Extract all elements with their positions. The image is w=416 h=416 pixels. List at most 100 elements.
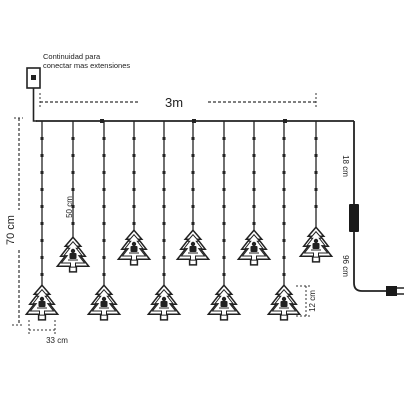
ornament-strand — [236, 121, 272, 266]
tree-ornament-inner — [29, 288, 55, 316]
ornament-strand — [206, 121, 242, 321]
led-bulb — [40, 222, 44, 225]
led-bulb — [40, 154, 44, 157]
controller-box — [349, 204, 359, 232]
led-bulb — [40, 205, 44, 208]
led-bulb — [191, 154, 195, 157]
led-bulb — [282, 137, 286, 140]
led-bulb — [132, 205, 136, 208]
ornament-strand — [86, 121, 122, 321]
led-bulb — [282, 154, 286, 157]
cable-clip-2 — [192, 119, 196, 123]
led-bulb — [102, 239, 106, 242]
tree-ornament-inner — [121, 233, 147, 261]
led-bulb — [314, 154, 318, 157]
led-bulb — [222, 188, 226, 191]
led-bulb — [162, 137, 166, 140]
tree-ornament-inner — [151, 288, 177, 316]
led-bulb — [102, 137, 106, 140]
reindeer-icon — [219, 296, 229, 309]
led-bulb — [191, 205, 195, 208]
led-bulb — [132, 188, 136, 191]
led-bulb — [252, 222, 256, 225]
led-bulb — [222, 256, 226, 259]
led-bulb — [191, 188, 195, 191]
connector-note-line1: Continuidad para — [43, 52, 101, 61]
led-bulb — [102, 154, 106, 157]
led-bulb — [71, 154, 75, 157]
cable-clip-3 — [283, 119, 287, 123]
bell-icon — [159, 296, 169, 309]
boot-icon — [311, 238, 321, 251]
led-bulb — [222, 154, 226, 157]
tree-ornament-inner — [241, 233, 267, 261]
plug-body — [386, 286, 397, 296]
led-bulb — [40, 256, 44, 259]
width-label: 3m — [165, 95, 183, 110]
led-bulb — [102, 273, 106, 276]
led-bulb — [282, 171, 286, 174]
tree-ornament-inner — [180, 233, 206, 261]
ornament-height-label: 12 cm — [308, 290, 317, 312]
led-bulb — [40, 171, 44, 174]
led-bulb — [252, 188, 256, 191]
led-bulb — [282, 256, 286, 259]
led-bulb — [314, 137, 318, 140]
cable-length-18cm: 18 cm — [341, 155, 350, 177]
led-bulb — [102, 171, 106, 174]
led-bulb — [162, 205, 166, 208]
ornament-dimension: 12 cm — [296, 285, 317, 317]
led-bulb — [162, 273, 166, 276]
led-bulb — [102, 256, 106, 259]
height-total-label: 70 cm — [5, 215, 17, 245]
led-bulb — [71, 222, 75, 225]
led-bulb — [222, 137, 226, 140]
led-bulb — [162, 188, 166, 191]
led-bulb — [132, 222, 136, 225]
ornament-strand — [24, 121, 60, 321]
bell-icon — [99, 296, 109, 309]
tree-ornament-inner — [91, 288, 117, 316]
led-bulb — [282, 205, 286, 208]
led-bulb — [162, 154, 166, 157]
led-bulb — [40, 137, 44, 140]
led-bulb — [222, 205, 226, 208]
led-bulb — [132, 171, 136, 174]
led-bulb — [314, 188, 318, 191]
spread-label: 33 cm — [46, 336, 68, 345]
led-bulb — [162, 171, 166, 174]
tree-ornament-inner — [60, 240, 86, 268]
snowman-icon — [188, 241, 198, 254]
led-bulb — [71, 171, 75, 174]
led-bulb — [191, 137, 195, 140]
tree-ornament-inner — [271, 288, 297, 316]
ornament-strand — [175, 121, 211, 266]
led-bulb — [282, 188, 286, 191]
height-dimension: 70 cm — [5, 117, 24, 326]
reindeer-icon — [68, 248, 78, 261]
tree-ornament-inner — [303, 230, 329, 258]
drop-inner-label: 50 cm — [65, 196, 74, 218]
led-bulb — [314, 205, 318, 208]
spread-dimension: 33 cm — [28, 320, 68, 345]
sleigh-icon — [279, 296, 289, 309]
led-bulb — [252, 154, 256, 157]
led-bulb — [162, 222, 166, 225]
led-bulb — [162, 239, 166, 242]
led-bulb — [282, 273, 286, 276]
ornament-strand — [298, 121, 334, 263]
tree-ornament-inner — [211, 288, 237, 316]
led-bulb — [71, 205, 75, 208]
power-cable — [349, 121, 404, 296]
gift-icon — [249, 241, 259, 254]
ornament-strand — [55, 121, 91, 273]
cable-clip-1 — [100, 119, 104, 123]
led-bulb — [71, 137, 75, 140]
end-connector — [26, 67, 41, 122]
led-bulb — [102, 205, 106, 208]
led-bulb — [314, 171, 318, 174]
led-bulb — [222, 273, 226, 276]
cable-length-96cm: 96 cm — [341, 255, 350, 277]
led-bulb — [40, 188, 44, 191]
